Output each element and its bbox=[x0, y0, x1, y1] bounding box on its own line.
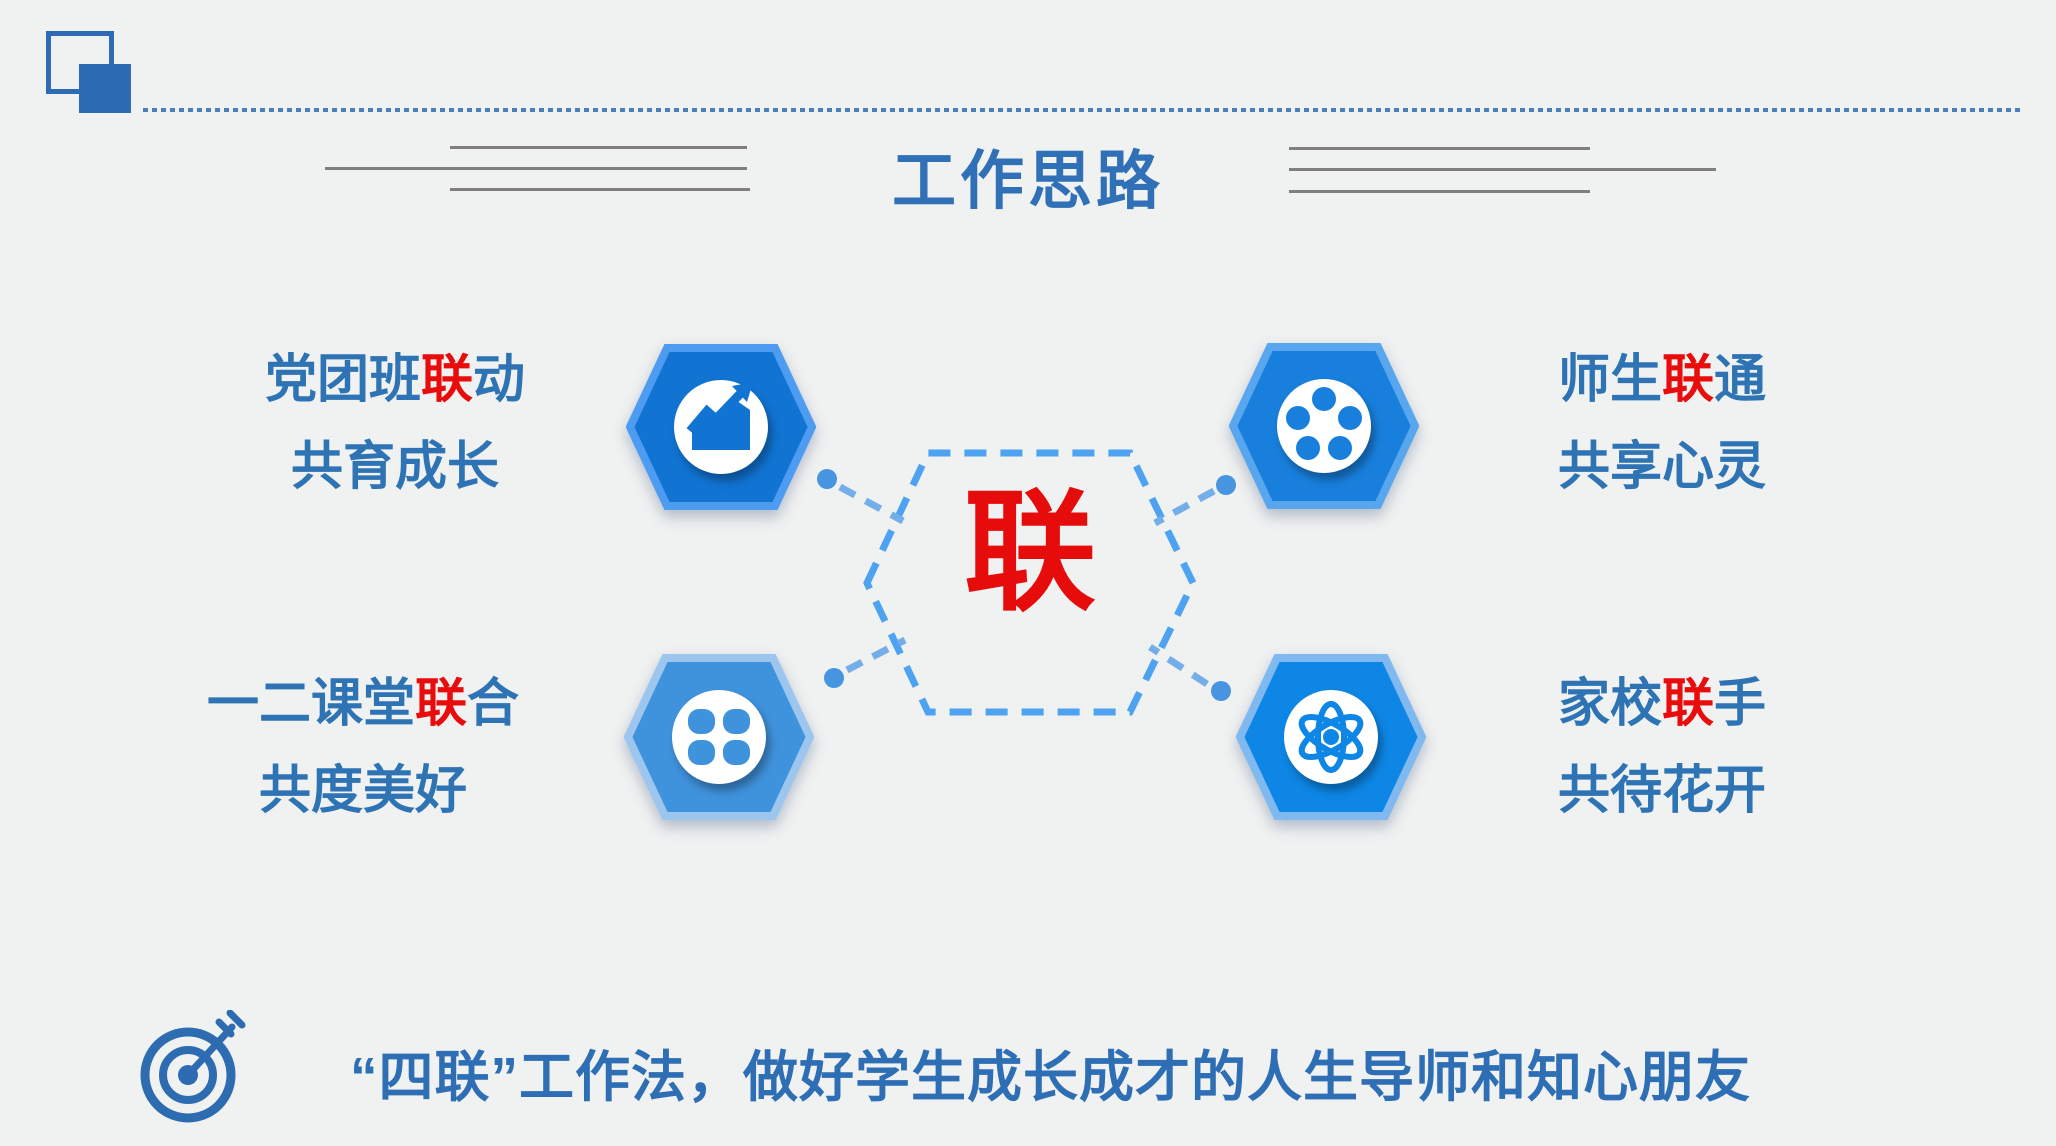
hexagon-node-bottom-right bbox=[1236, 654, 1426, 820]
decorative-line bbox=[450, 188, 750, 191]
label-bottom-right: 家校联手 共待花开 bbox=[1558, 672, 2056, 823]
hexagon-node-top-right bbox=[1229, 343, 1419, 509]
decorative-line bbox=[1289, 147, 1590, 150]
page-title: 工作思路 bbox=[892, 145, 1164, 217]
connector-dot-bottom-right bbox=[1211, 681, 1231, 701]
label-line2: 共育成长 bbox=[290, 438, 499, 496]
hexagon-node-bottom-left bbox=[624, 654, 814, 820]
label-line2: 共享心灵 bbox=[1558, 438, 1767, 496]
label-top-left: 党团班联动 共育成长 bbox=[145, 348, 645, 499]
dotted-divider bbox=[143, 108, 2024, 112]
bullseye-dart-icon bbox=[140, 1010, 246, 1123]
connector-dot-top-right bbox=[1216, 475, 1236, 495]
chart-increase-icon bbox=[686, 382, 753, 450]
decorative-line bbox=[1289, 168, 1716, 171]
film-reel-icon bbox=[1286, 387, 1362, 460]
label-line2: 共待花开 bbox=[1558, 762, 1767, 820]
connector-top-right bbox=[1153, 487, 1216, 527]
clover-icon bbox=[688, 709, 750, 765]
atom-icon bbox=[1298, 701, 1364, 773]
connector-top-left bbox=[838, 483, 905, 525]
decorative-line bbox=[1289, 190, 1590, 193]
bottom-caption: “四联”工作法，做好学生成长成才的人生导师和知心朋友 bbox=[350, 1046, 1752, 1108]
label-line2: 共度美好 bbox=[258, 762, 467, 820]
label-line1: 师生联通 bbox=[1558, 351, 1767, 409]
center-lian-character: 联 bbox=[964, 479, 1096, 626]
label-line1: 家校联手 bbox=[1558, 675, 1767, 733]
logo-filled-square bbox=[79, 64, 131, 113]
center-dashed-hexagon bbox=[863, 449, 1197, 716]
decorative-line bbox=[450, 146, 747, 149]
connector-dot-bottom-left bbox=[824, 668, 844, 688]
hexagon-node-top-left bbox=[626, 344, 816, 510]
connector-dot-top-left bbox=[817, 469, 837, 489]
label-top-right: 师生联通 共享心灵 bbox=[1558, 348, 2056, 499]
connector-bottom-right bbox=[1148, 644, 1209, 687]
label-bottom-left: 一二课堂联合 共度美好 bbox=[113, 672, 613, 823]
connector-bottom-left bbox=[845, 636, 907, 674]
label-line1: 党团班联动 bbox=[264, 351, 526, 409]
decorative-line bbox=[325, 167, 747, 170]
label-line1: 一二课堂联合 bbox=[206, 675, 520, 733]
